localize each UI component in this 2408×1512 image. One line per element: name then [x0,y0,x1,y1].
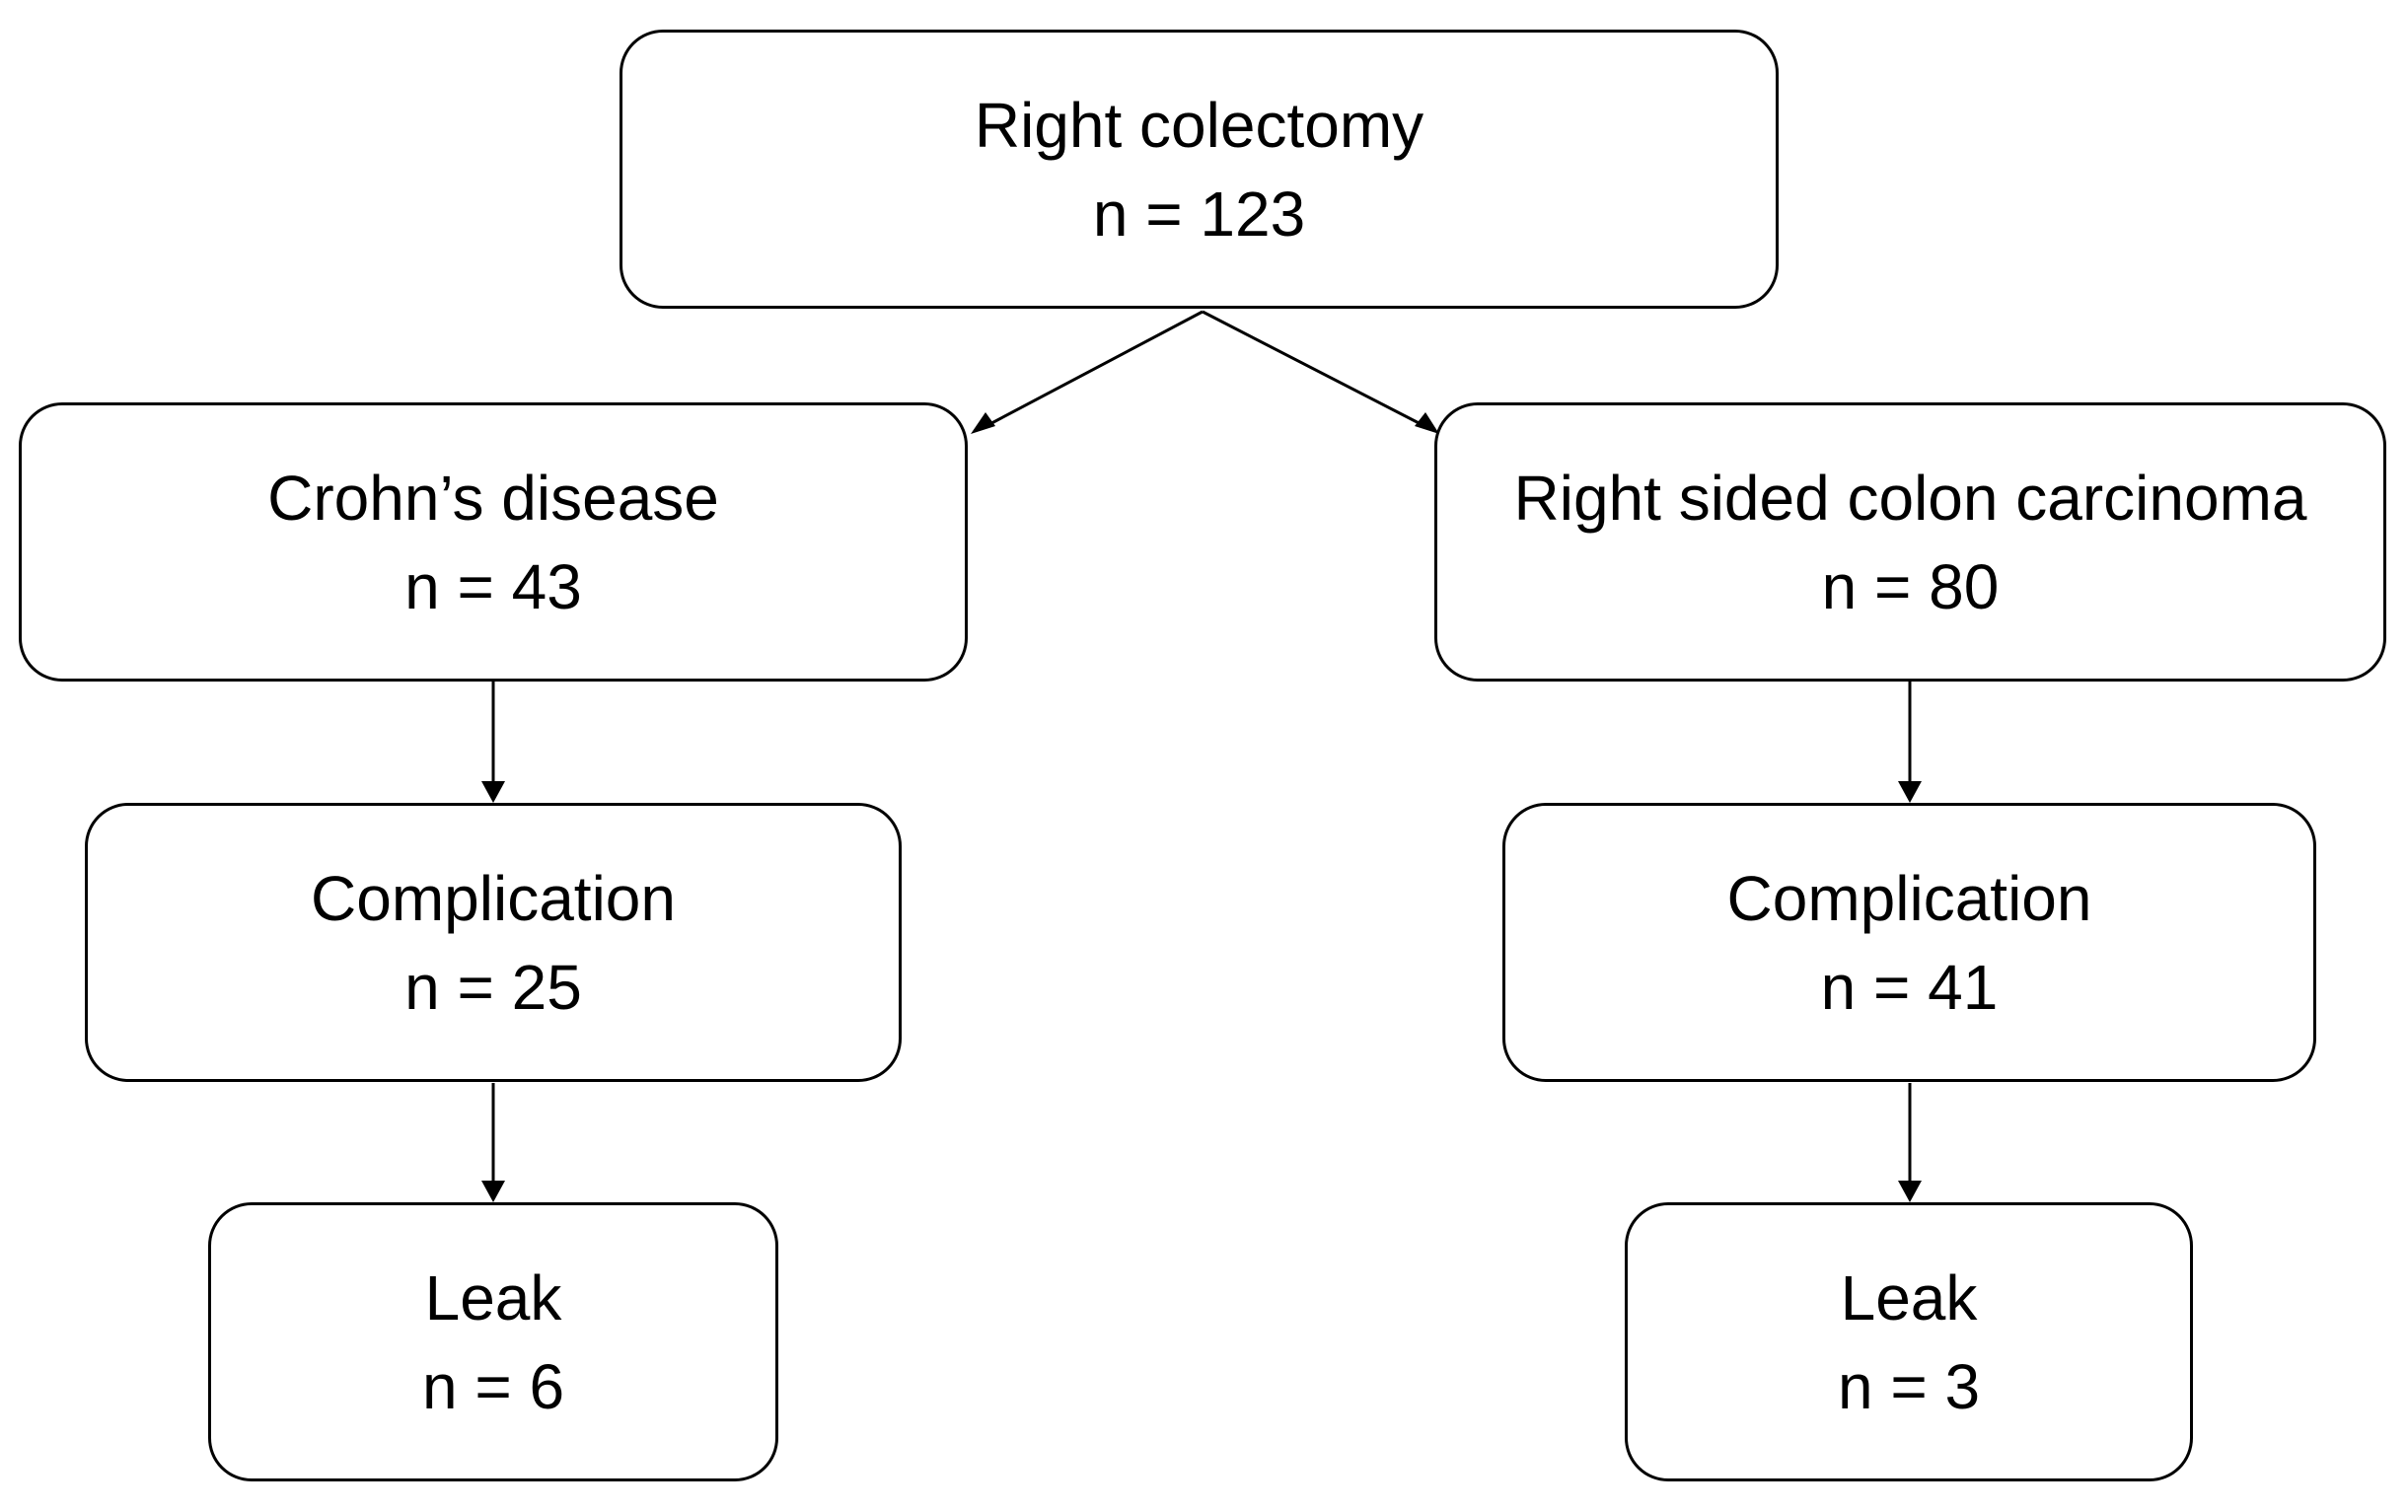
node-label: Right colectomy [974,89,1424,161]
node-label: Leak [1840,1261,1978,1333]
node-right-sided-colon-carcinoma: Right sided colon carcinoma n = 80 [1434,402,2386,682]
arrow-root-to-crohns [980,310,1204,431]
arrowhead-carcinoma-complication [1898,781,1922,803]
arrowhead-carcinoma [1415,412,1439,434]
node-count: n = 80 [1821,550,2000,622]
node-label: Leak [424,1261,562,1333]
node-count: n = 43 [404,550,582,622]
node-count: n = 41 [1820,951,1999,1023]
arrowhead-crohns-leak [481,1181,505,1202]
arrowhead-carcinoma-leak [1898,1181,1922,1202]
node-label: Right sided colon carcinoma [1513,462,2307,534]
node-count: n = 123 [1092,178,1306,250]
node-count: n = 6 [421,1350,565,1422]
node-right-colectomy: Right colectomy n = 123 [620,30,1779,309]
node-label: Complication [1726,862,2092,934]
node-count: n = 25 [404,951,582,1023]
node-label: Crohn’s disease [267,462,719,534]
arrow-root-to-carcinoma [1202,310,1431,431]
node-crohns-disease: Crohn’s disease n = 43 [19,402,968,682]
arrowhead-crohns [971,412,995,434]
node-count: n = 3 [1837,1350,1981,1422]
arrowhead-crohns-complication [481,781,505,803]
node-crohns-leak: Leak n = 6 [208,1202,778,1481]
node-carcinoma-leak: Leak n = 3 [1625,1202,2193,1481]
node-carcinoma-complication: Complication n = 41 [1502,803,2316,1082]
node-label: Complication [311,862,676,934]
node-crohns-complication: Complication n = 25 [85,803,902,1082]
